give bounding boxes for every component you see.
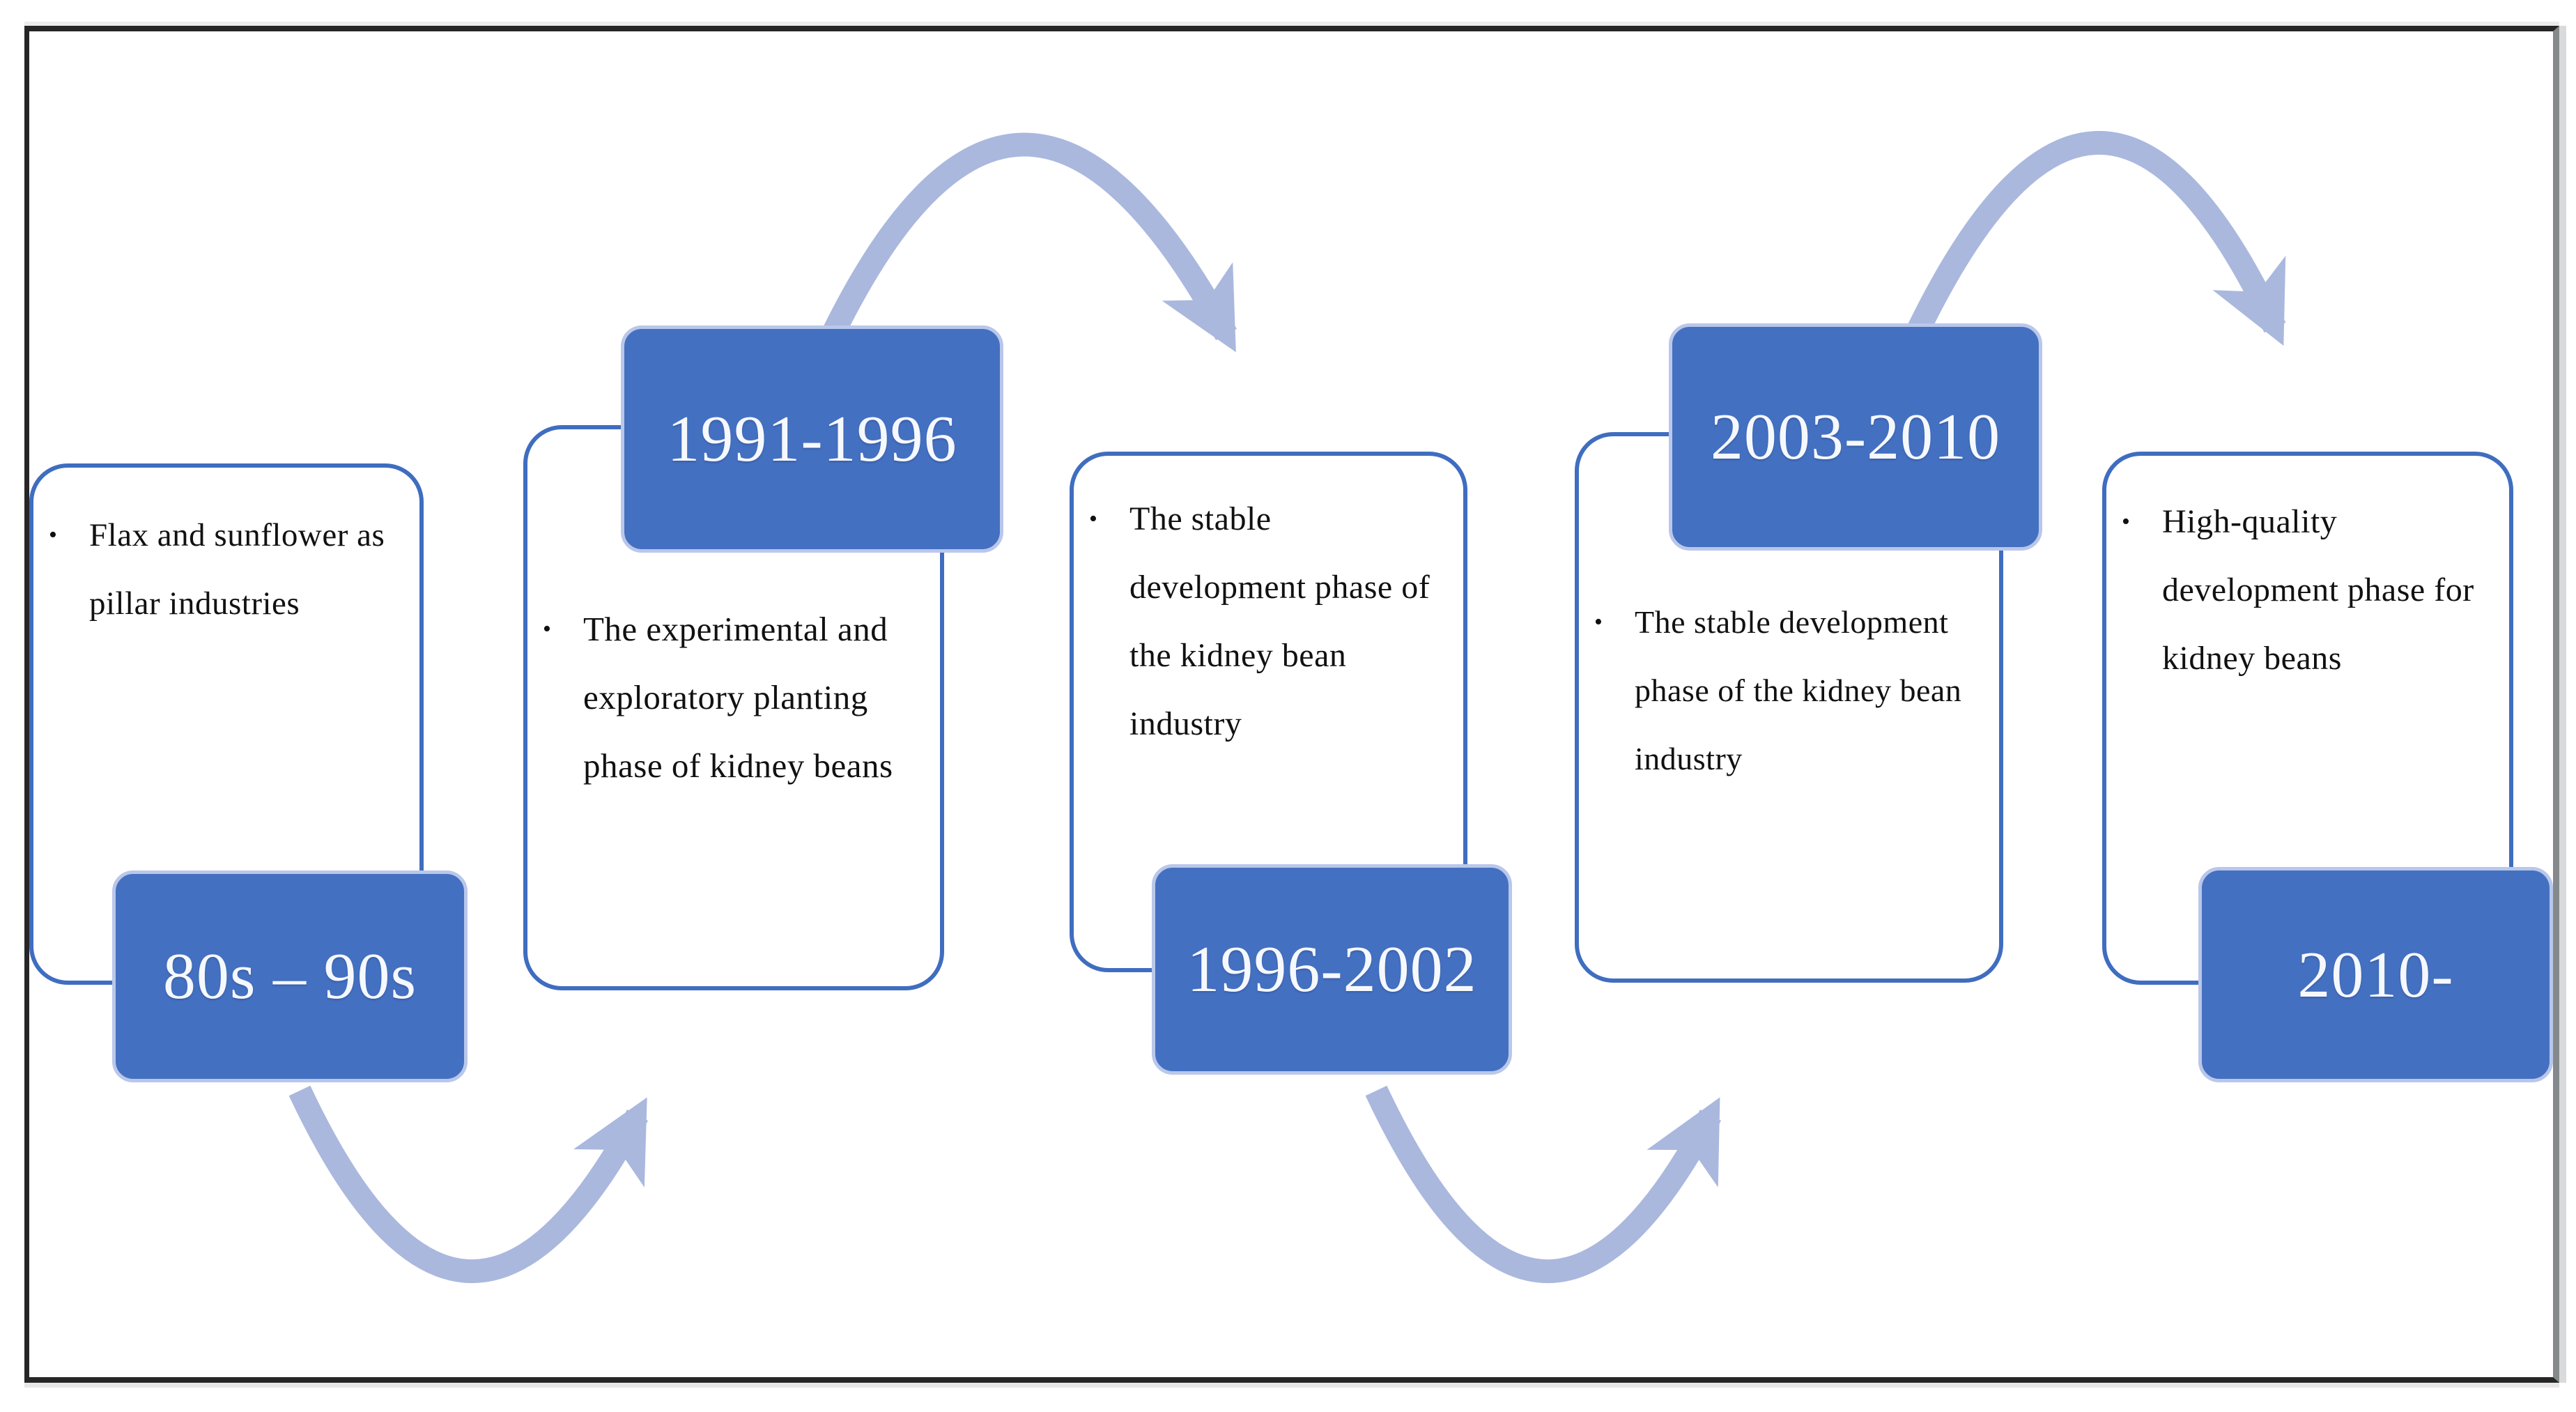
stage-2-description: The experimental and exploratory plantin… (583, 610, 893, 785)
stage-1-description-box: • Flax and sunflower as pillar industrie… (29, 463, 424, 985)
stage-1-period-label: 80s – 90s (162, 940, 417, 1013)
curved-arrow-2 (818, 132, 1237, 353)
bullet-marker: • (543, 616, 551, 642)
stage-3-period-label: 1996-2002 (1187, 933, 1477, 1006)
curved-arrow-1 (288, 1085, 648, 1283)
figure-border (24, 26, 2559, 1383)
curved-arrow-3 (1365, 1085, 1722, 1283)
stage-4-period-box: 2003-2010 (1669, 323, 2042, 551)
stage-5-description: High-quality development phase for kidne… (2162, 503, 2474, 677)
stage-4-description: The stable development phase of the kidn… (1635, 604, 1962, 776)
bullet-marker: • (1594, 609, 1603, 635)
stage-1-period-box: 80s – 90s (112, 870, 468, 1082)
bullet-marker: • (1089, 506, 1097, 532)
stage-2-period-box: 1991-1996 (621, 325, 1003, 553)
bullet-marker: • (49, 522, 57, 548)
stage-3-period-box: 1996-2002 (1152, 864, 1512, 1075)
stage-4-period-label: 2003-2010 (1710, 401, 2001, 473)
bullet-marker: • (2122, 509, 2130, 535)
stage-1-description: Flax and sunflower as pillar industries (89, 517, 385, 622)
stage-3-description: The stable development phase of the kidn… (1129, 500, 1430, 742)
curved-arrow-4 (1902, 131, 2286, 347)
stage-5-period-box: 2010- (2198, 867, 2553, 1082)
stage-5-period-label: 2010- (2297, 938, 2454, 1011)
stage-2-period-label: 1991-1996 (667, 403, 957, 475)
